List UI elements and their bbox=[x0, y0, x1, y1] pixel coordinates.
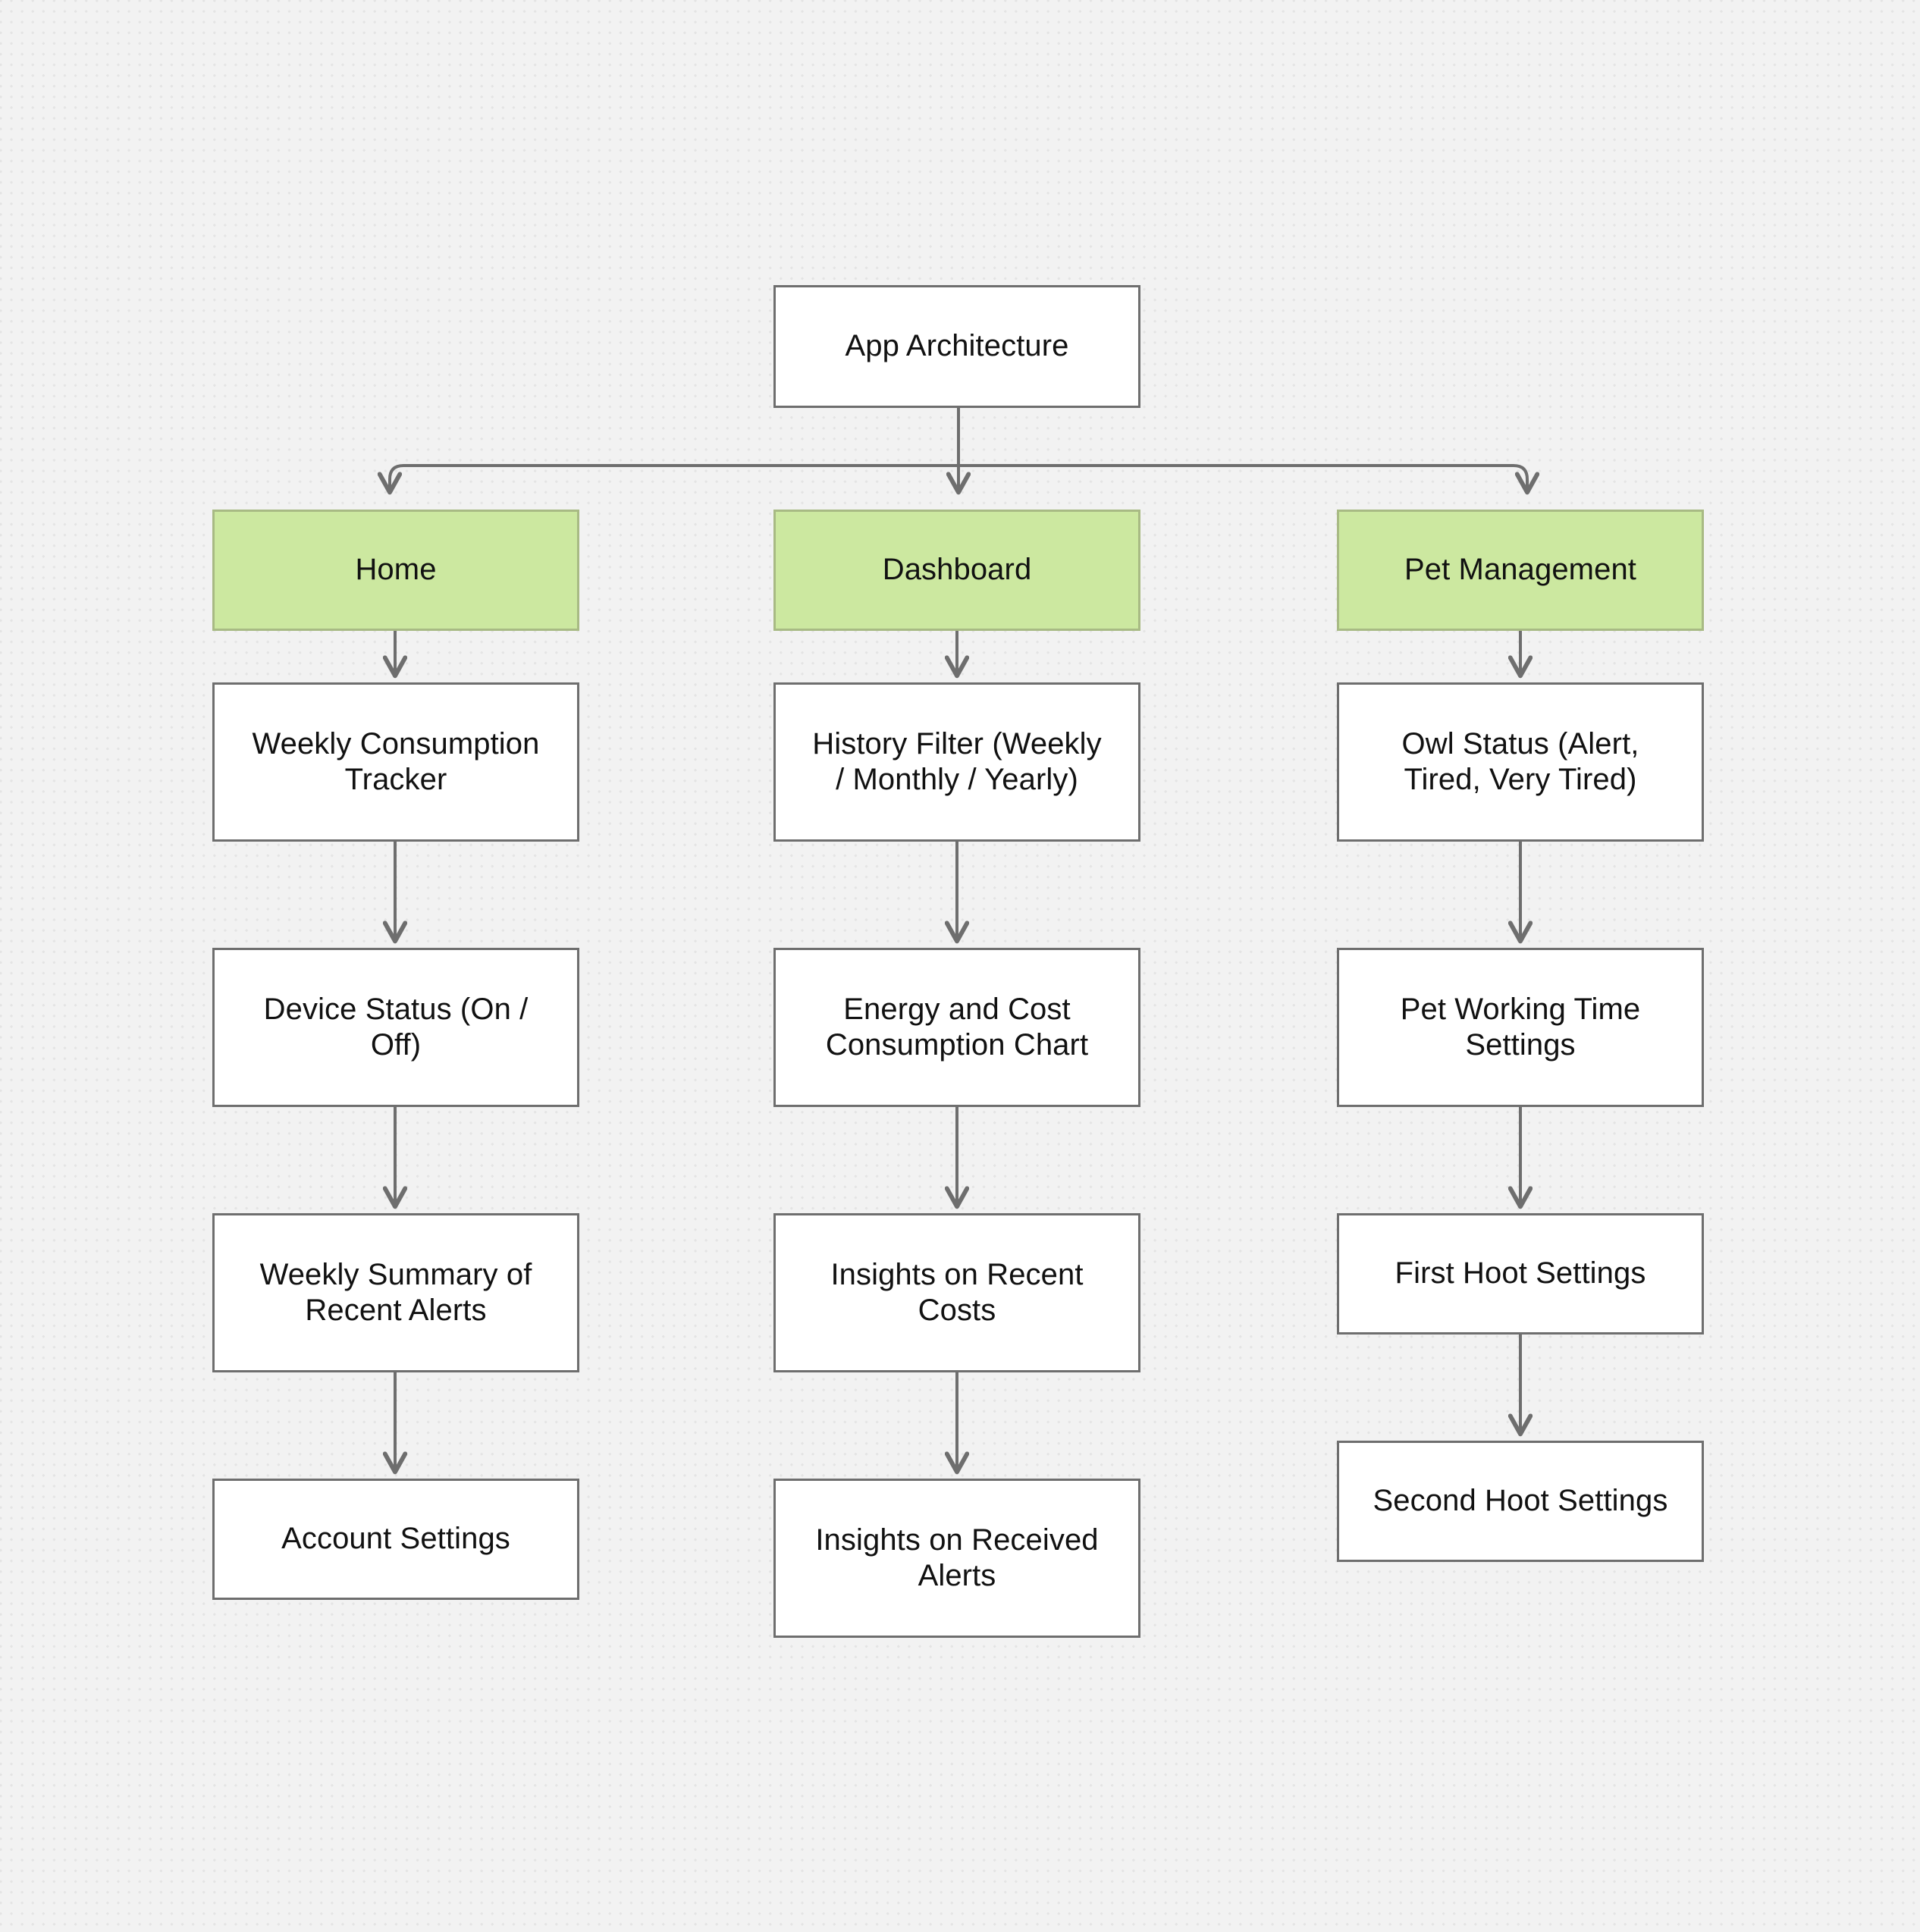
edge-root-to-home bbox=[390, 464, 958, 491]
node-weekly-consumption-tracker[interactable]: Weekly Consumption Tracker bbox=[212, 682, 579, 842]
node-pet-management[interactable]: Pet Management bbox=[1337, 510, 1704, 631]
node-label: Device Status (On / Off) bbox=[263, 992, 529, 1062]
node-pet-working-time-settings[interactable]: Pet Working Time Settings bbox=[1337, 948, 1704, 1107]
node-label: Home bbox=[355, 553, 437, 587]
node-label: Weekly Consumption Tracker bbox=[252, 726, 540, 796]
node-label: Pet Management bbox=[1404, 553, 1637, 587]
node-label: Dashboard bbox=[882, 553, 1032, 587]
node-label: Account Settings bbox=[281, 1522, 510, 1556]
node-label: History Filter (Weekly / Monthly / Yearl… bbox=[812, 726, 1102, 796]
node-device-status[interactable]: Device Status (On / Off) bbox=[212, 948, 579, 1107]
edge-root-to-pet-management bbox=[958, 464, 1527, 491]
node-owl-status[interactable]: Owl Status (Alert, Tired, Very Tired) bbox=[1337, 682, 1704, 842]
node-insights-recent-costs[interactable]: Insights on Recent Costs bbox=[773, 1213, 1140, 1372]
node-insights-received-alerts[interactable]: Insights on Received Alerts bbox=[773, 1479, 1140, 1638]
node-first-hoot-settings[interactable]: First Hoot Settings bbox=[1337, 1213, 1704, 1335]
node-label: Weekly Summary of Recent Alerts bbox=[259, 1257, 532, 1327]
node-dashboard[interactable]: Dashboard bbox=[773, 510, 1140, 631]
node-label: Energy and Cost Consumption Chart bbox=[825, 992, 1089, 1062]
node-account-settings[interactable]: Account Settings bbox=[212, 1479, 579, 1600]
node-energy-cost-consumption-chart[interactable]: Energy and Cost Consumption Chart bbox=[773, 948, 1140, 1107]
node-label: Pet Working Time Settings bbox=[1400, 992, 1641, 1062]
node-label: Owl Status (Alert, Tired, Very Tired) bbox=[1401, 726, 1639, 796]
node-label: Second Hoot Settings bbox=[1373, 1484, 1668, 1518]
node-label: First Hoot Settings bbox=[1395, 1256, 1646, 1291]
node-label: App Architecture bbox=[845, 329, 1069, 363]
node-second-hoot-settings[interactable]: Second Hoot Settings bbox=[1337, 1441, 1704, 1562]
node-app-architecture[interactable]: App Architecture bbox=[773, 285, 1140, 408]
node-weekly-summary-recent-alerts[interactable]: Weekly Summary of Recent Alerts bbox=[212, 1213, 579, 1372]
node-history-filter[interactable]: History Filter (Weekly / Monthly / Yearl… bbox=[773, 682, 1140, 842]
node-home[interactable]: Home bbox=[212, 510, 579, 631]
node-label: Insights on Recent Costs bbox=[830, 1257, 1084, 1327]
node-label: Insights on Received Alerts bbox=[815, 1523, 1099, 1592]
